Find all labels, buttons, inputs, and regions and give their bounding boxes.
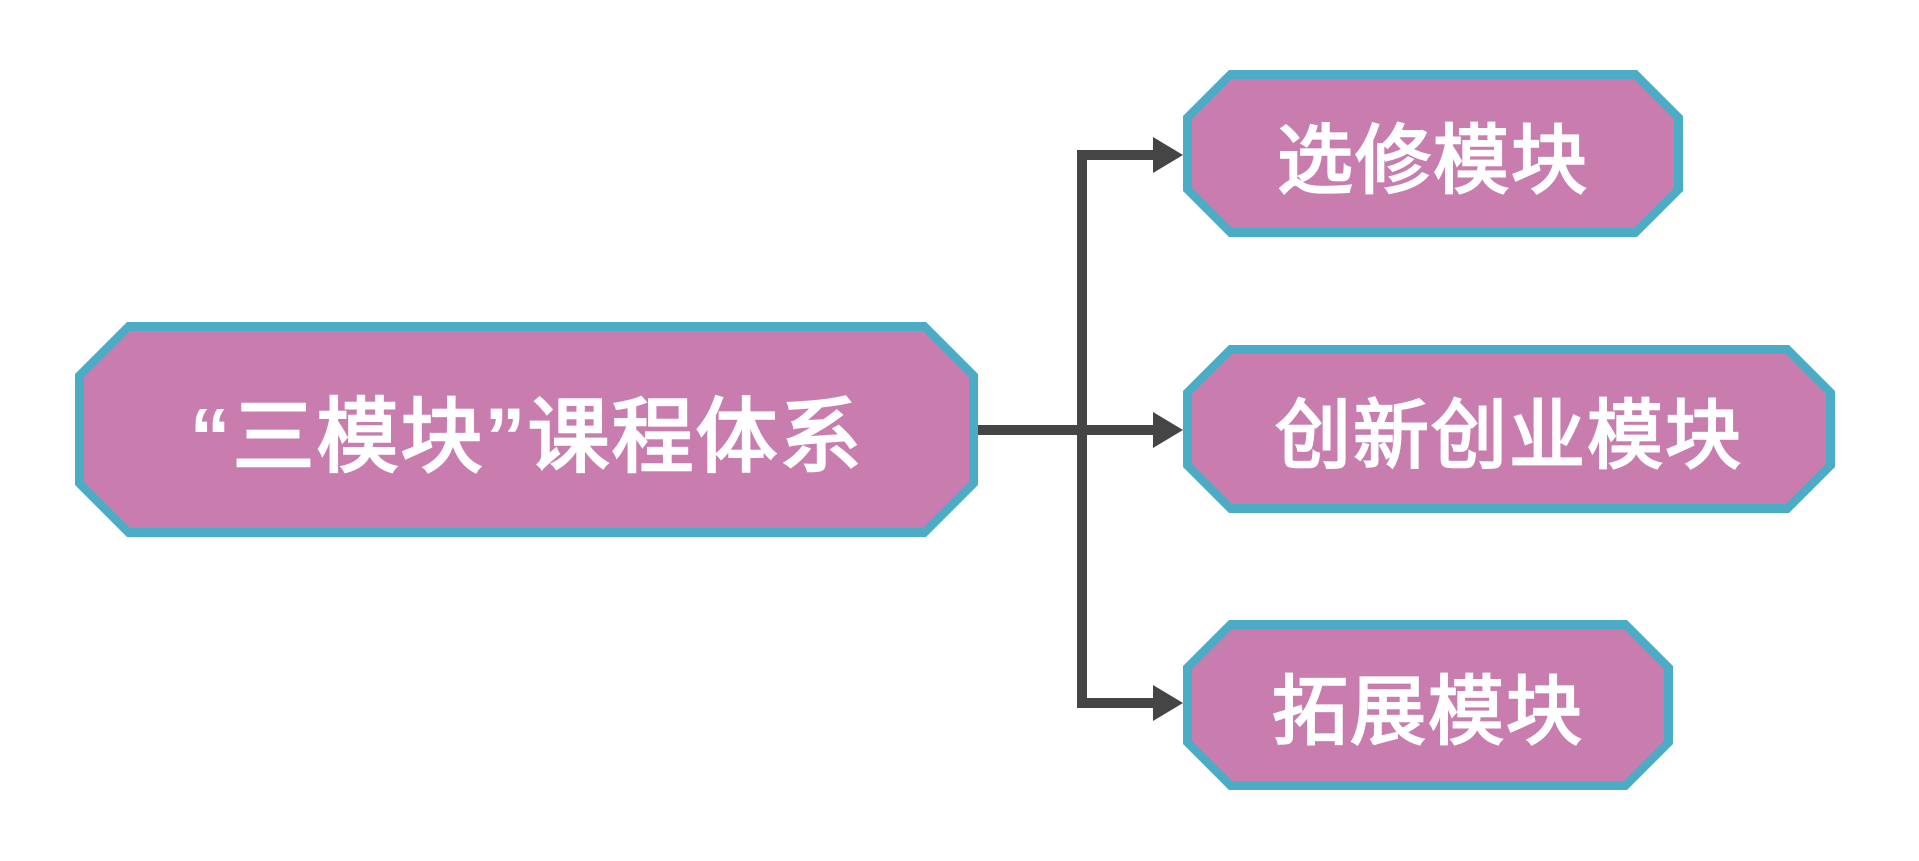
- child-node-innovation: 创新创业模块: [1183, 345, 1835, 513]
- root-node: “三模块”课程体系: [75, 322, 978, 537]
- connector-bottom-line: [1077, 698, 1156, 708]
- arrowhead-bottom-icon: [1153, 685, 1183, 721]
- arrowhead-middle-icon: [1153, 412, 1183, 448]
- connector-top-line: [1077, 150, 1156, 160]
- child-node-fill: [1192, 629, 1664, 781]
- child-node-extension: 拓展模块: [1183, 620, 1673, 790]
- child-node-fill: [1192, 354, 1826, 504]
- child-node-elective: 选修模块: [1183, 70, 1683, 237]
- connector-middle-line: [978, 425, 1156, 435]
- root-node-fill: [84, 331, 969, 528]
- child-node-fill: [1192, 79, 1674, 228]
- arrowhead-top-icon: [1153, 137, 1183, 173]
- child-node-label: 选修模块: [1277, 118, 1589, 204]
- child-node-label: 拓展模块: [1272, 670, 1584, 755]
- child-node-label: 创新创业模块: [1275, 394, 1743, 479]
- root-node-label: “三模块”课程体系: [189, 392, 864, 483]
